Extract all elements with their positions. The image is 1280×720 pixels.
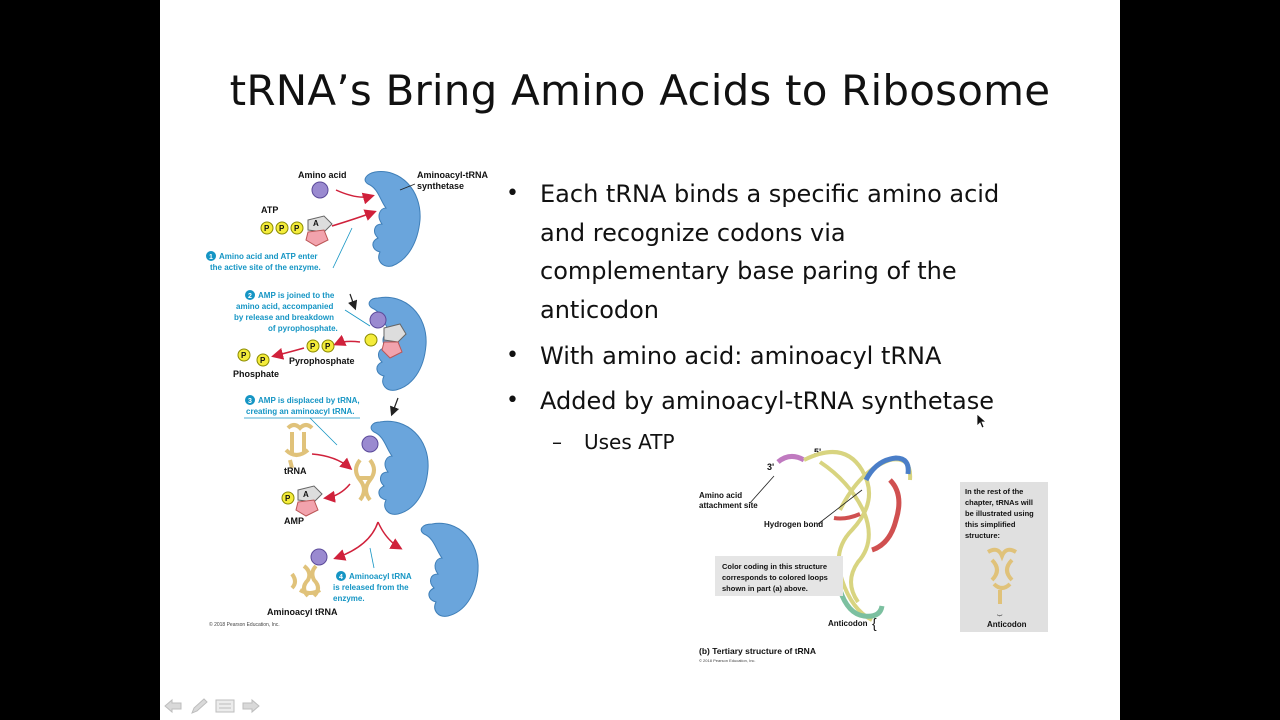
step1-text: Amino acid and ATP enter bbox=[219, 252, 318, 261]
svg-text:© 2018 Pearson Education, Inc.: © 2018 Pearson Education, Inc. bbox=[699, 658, 756, 663]
svg-text:by release and breakdown: by release and breakdown bbox=[234, 313, 334, 322]
aminoacyl-trna-synthesis-figure: Amino acid Aminoacyl-tRNA synthetase ATP… bbox=[206, 170, 489, 628]
atp-label: ATP bbox=[261, 205, 278, 215]
svg-text:P: P bbox=[325, 342, 331, 351]
svg-text:is released from the: is released from the bbox=[333, 583, 409, 592]
pyrophosphate-label: Pyrophosphate bbox=[289, 356, 355, 366]
bullet-1: • Each tRNA binds a specific amino acid … bbox=[506, 175, 1000, 329]
trna-tertiary-structure-figure: 3' 5' Amino acid attachment site Hydroge… bbox=[699, 447, 1048, 663]
svg-text:4: 4 bbox=[339, 574, 343, 581]
bullet-3: • Added by aminoacyl-tRNA synthetase bbox=[506, 382, 995, 421]
svg-text:Aminoacyl tRNA: Aminoacyl tRNA bbox=[349, 572, 412, 581]
svg-text:A: A bbox=[313, 219, 319, 228]
svg-text:3': 3' bbox=[767, 462, 774, 472]
amp-label: AMP bbox=[284, 516, 304, 526]
bullet-line: and recognize codons via bbox=[540, 218, 846, 247]
svg-text:enzyme.: enzyme. bbox=[333, 594, 365, 603]
svg-text:Anticodon: Anticodon bbox=[987, 620, 1027, 629]
synthetase-label: synthetase bbox=[417, 181, 464, 191]
synthetase-label: Aminoacyl-tRNA bbox=[417, 170, 489, 180]
atp-molecule: P P P A bbox=[260, 215, 333, 247]
previous-slide-button[interactable] bbox=[162, 696, 184, 716]
svg-text:attachment site: attachment site bbox=[699, 501, 758, 510]
pen-button[interactable] bbox=[188, 696, 210, 716]
bullet-line: Added by aminoacyl-tRNA synthetase bbox=[540, 387, 995, 415]
slide-title: tRNA’s Bring Amino Acids to Ribosome bbox=[229, 66, 1051, 115]
menu-icon bbox=[215, 699, 235, 713]
sub-bullet: – Uses ATP bbox=[552, 430, 675, 454]
amino-acid-icon bbox=[311, 181, 329, 199]
pen-icon bbox=[191, 698, 208, 714]
svg-text:be illustrated using: be illustrated using bbox=[965, 509, 1034, 518]
svg-text:corresponds to colored loops: corresponds to colored loops bbox=[722, 573, 828, 582]
svg-text:In the rest of the: In the rest of the bbox=[965, 487, 1023, 496]
svg-text:structure:: structure: bbox=[965, 531, 1000, 540]
copyright-text: © 2018 Pearson Education, Inc. bbox=[209, 621, 280, 628]
svg-text:of pyrophosphate.: of pyrophosphate. bbox=[268, 324, 338, 333]
bullet-dot: • bbox=[506, 388, 519, 413]
bullet-line: With amino acid: aminoacyl tRNA bbox=[540, 342, 942, 370]
bullet-line: anticodon bbox=[540, 295, 660, 324]
svg-text:amino acid, accompanied: amino acid, accompanied bbox=[236, 302, 333, 311]
arrow-left-icon bbox=[164, 698, 182, 714]
trna-shape bbox=[284, 423, 376, 502]
svg-text:AMP is displaced by tRNA,: AMP is displaced by tRNA, bbox=[258, 396, 360, 405]
svg-text:shown in part (a) above.: shown in part (a) above. bbox=[722, 584, 808, 593]
svg-text:P: P bbox=[264, 224, 270, 233]
svg-text:P: P bbox=[241, 351, 247, 360]
svg-text:creating an aminoacyl tRNA.: creating an aminoacyl tRNA. bbox=[246, 407, 354, 416]
bullet-line: Each tRNA binds a specific amino acid bbox=[540, 180, 1000, 208]
svg-text:5': 5' bbox=[814, 447, 821, 457]
aminoacyl-trna-label: Aminoacyl tRNA bbox=[267, 607, 338, 617]
figure-caption: (b) Tertiary structure of tRNA bbox=[699, 646, 816, 656]
svg-text:{: { bbox=[872, 615, 877, 631]
slide: tRNA’s Bring Amino Acids to Ribosome Ami… bbox=[160, 0, 1120, 720]
menu-button[interactable] bbox=[214, 696, 236, 716]
svg-text:Color coding in this structure: Color coding in this structure bbox=[722, 562, 827, 571]
sub-bullet-dash: – bbox=[552, 430, 562, 454]
svg-text:1: 1 bbox=[209, 254, 213, 261]
svg-text:Hydrogen bond: Hydrogen bond bbox=[764, 520, 823, 529]
svg-text:⏟: ⏟ bbox=[997, 606, 1003, 618]
svg-text:Anticodon: Anticodon bbox=[828, 619, 868, 628]
arrow-right-icon bbox=[242, 698, 260, 714]
svg-text:P: P bbox=[279, 224, 285, 233]
amino-acid-label: Amino acid bbox=[298, 170, 347, 180]
svg-text:chapter, tRNAs will: chapter, tRNAs will bbox=[965, 498, 1033, 507]
bullet-line: complementary base paring of the bbox=[540, 257, 957, 285]
trna-label: tRNA bbox=[284, 466, 307, 476]
enzyme-shape bbox=[420, 522, 479, 617]
svg-text:Amino acid: Amino acid bbox=[699, 491, 742, 500]
svg-text:3: 3 bbox=[248, 398, 252, 405]
svg-text:AMP is joined to the: AMP is joined to the bbox=[258, 291, 335, 300]
svg-text:2: 2 bbox=[248, 293, 252, 300]
enzyme-shape bbox=[364, 171, 421, 267]
bullet-dot: • bbox=[506, 181, 519, 206]
mouse-cursor-icon bbox=[976, 413, 988, 429]
svg-text:P: P bbox=[294, 224, 300, 233]
svg-text:P: P bbox=[260, 356, 266, 365]
sub-bullet-text: Uses ATP bbox=[584, 430, 675, 454]
enzyme-shape bbox=[370, 420, 429, 515]
bullet-2: • With amino acid: aminoacyl tRNA bbox=[506, 337, 942, 376]
svg-text:P: P bbox=[285, 494, 291, 503]
svg-text:P: P bbox=[310, 342, 316, 351]
next-slide-button[interactable] bbox=[240, 696, 262, 716]
phosphate-label: Phosphate bbox=[233, 369, 279, 379]
step1-text: the active site of the enzyme. bbox=[210, 263, 321, 272]
slideshow-nav bbox=[162, 696, 262, 716]
svg-text:this simplified: this simplified bbox=[965, 520, 1016, 529]
bullet-dot: • bbox=[506, 343, 519, 368]
svg-text:A: A bbox=[303, 490, 309, 499]
